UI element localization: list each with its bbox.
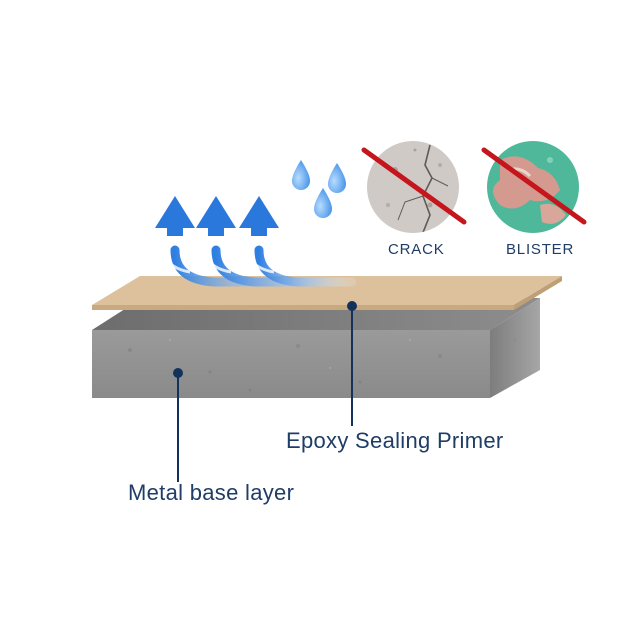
crack-label: CRACK (388, 241, 445, 258)
primer-sheet-side (514, 276, 562, 310)
crack-sample (361, 141, 467, 233)
primer-label: Epoxy Sealing Primer (286, 428, 504, 453)
primer-leader (347, 301, 357, 426)
prohibition-slash-icon (361, 147, 467, 225)
blister-sample (481, 141, 587, 233)
base-leader (173, 368, 183, 482)
base-block (92, 298, 540, 398)
base-block-front (92, 330, 490, 398)
blister-label: BLISTER (506, 241, 575, 258)
prohibition-slash-icon (481, 147, 587, 225)
concrete-texture (128, 338, 517, 392)
primer-sheet-edge (92, 305, 514, 310)
upward-curved-arrows-icon (155, 196, 357, 287)
water-drop-icon (292, 160, 346, 218)
base-layer-label: Metal base layer (128, 480, 295, 505)
base-block-side (490, 298, 540, 398)
